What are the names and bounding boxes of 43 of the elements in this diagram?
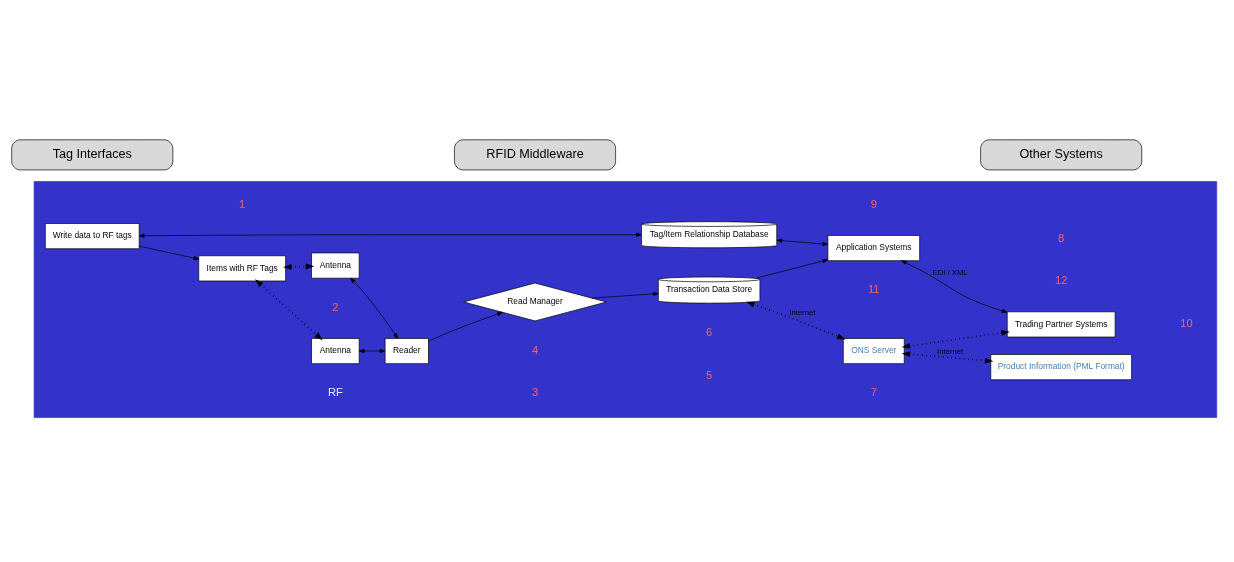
label: RF	[327, 385, 343, 398]
edge-label: Internet	[937, 346, 964, 356]
edge-label: Internet	[789, 307, 816, 317]
label: 12	[1054, 273, 1068, 286]
arrow	[139, 245, 200, 260]
node-box: Product Information (PML Format)	[990, 353, 1132, 380]
label: 10	[1180, 316, 1193, 329]
label: 11	[867, 282, 880, 295]
node-box: Antenna	[311, 252, 360, 279]
arrow	[746, 301, 846, 340]
node-box: ONS Server	[842, 337, 905, 364]
label: 8	[1058, 231, 1065, 244]
edge-label: EDI / XML	[932, 267, 968, 277]
arrow	[901, 259, 1008, 313]
cluster	[33, 180, 1218, 418]
arrow	[901, 350, 994, 364]
arrow	[139, 232, 642, 238]
node-box: Application Systems	[827, 234, 920, 261]
label: 1	[239, 197, 246, 210]
node-box: Reader	[384, 337, 429, 364]
label: 9	[870, 197, 877, 210]
arrow	[358, 348, 386, 353]
node-box: RFID Middleware	[454, 138, 616, 170]
node-box: Antenna	[311, 337, 360, 364]
arrow	[901, 329, 1010, 349]
label: 3	[531, 385, 539, 398]
node-diamond: Read Manager	[463, 282, 607, 321]
arrow	[255, 278, 323, 340]
label: 2	[332, 300, 339, 313]
label: 7	[870, 385, 877, 398]
label: 6	[706, 325, 713, 338]
arrow	[756, 258, 828, 278]
node-box: Write data to RF tags	[44, 222, 140, 249]
label: 4	[531, 343, 539, 356]
node-box: Tag Interfaces	[11, 138, 174, 170]
arrow	[350, 277, 399, 339]
node-box: Other Systems	[980, 138, 1143, 170]
arrow	[776, 238, 829, 246]
label: 5	[706, 368, 713, 381]
arrow	[591, 291, 659, 298]
arrow	[428, 311, 503, 341]
node-box: Trading Partner Systems	[1006, 310, 1116, 337]
node-box: Items with RF Tags	[198, 254, 286, 281]
